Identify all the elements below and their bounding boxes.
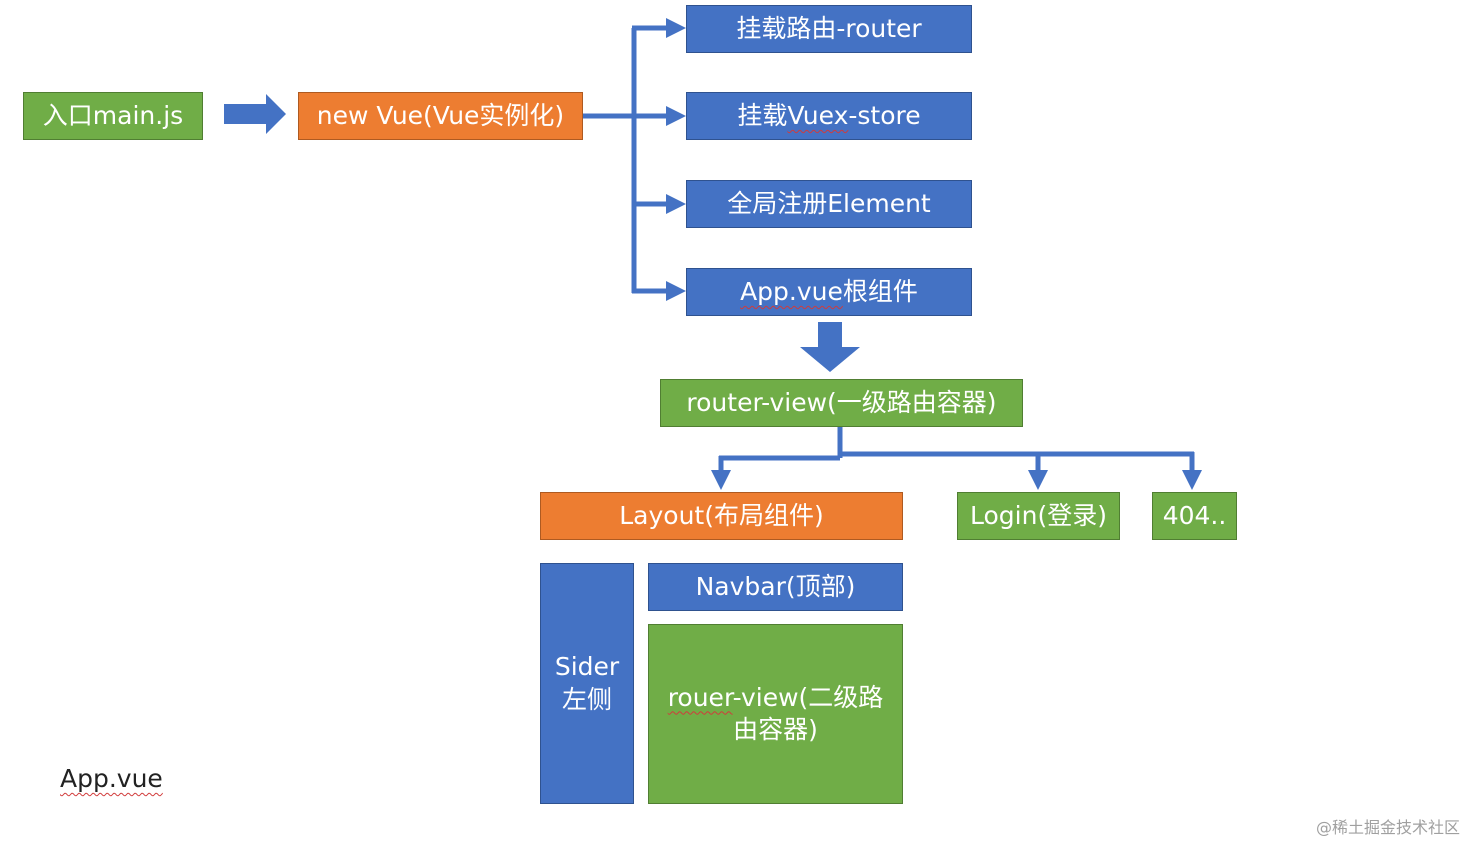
- mount-router-node: 挂载路由-router: [686, 5, 972, 53]
- new-vue-label: new Vue(Vue实例化): [316, 100, 565, 130]
- mount-router-label: 挂载路由-router: [736, 13, 922, 43]
- mount-vuex-suffix: -store: [848, 100, 921, 130]
- watermark: @稀土掘金技术社区: [1315, 818, 1460, 837]
- app-root-underlined: App.vue: [740, 276, 843, 306]
- register-element-node: 全局注册Element: [686, 180, 972, 228]
- new-vue-node: new Vue(Vue实例化): [298, 92, 583, 140]
- sider-node: Sider 左侧: [540, 563, 634, 804]
- arrowhead-right: [666, 106, 686, 126]
- arrowhead-right: [666, 194, 686, 214]
- app-root-suffix: 根组件: [842, 276, 918, 306]
- login-label: Login(登录): [970, 500, 1107, 530]
- sider-label-line2: 左侧: [561, 684, 612, 714]
- mount-vuex-node: 挂载Vuex-store: [686, 92, 972, 140]
- arrowhead-right: [666, 18, 686, 38]
- arrowhead-down: [1028, 470, 1048, 490]
- router-view-1-label: router-view(一级路由容器): [686, 387, 997, 417]
- not-found-node: 404..: [1152, 492, 1237, 540]
- router-view-2-suffix: -view(二级路由容器): [732, 682, 884, 745]
- arrowhead-right: [666, 281, 686, 301]
- layout-label: Layout(布局组件): [619, 500, 824, 530]
- router-view-2-node: rouer-view(二级路由容器): [648, 624, 903, 804]
- mount-vuex-prefix: 挂载: [737, 100, 788, 130]
- not-found-label: 404..: [1162, 500, 1227, 530]
- block-arrow-right: [224, 94, 286, 134]
- navbar-node: Navbar(顶部): [648, 563, 903, 611]
- arrowhead-down: [1182, 470, 1202, 490]
- login-node: Login(登录): [957, 492, 1120, 540]
- router-view-2-underlined: rouer: [667, 682, 733, 712]
- navbar-label: Navbar(顶部): [695, 571, 856, 601]
- layout-node: Layout(布局组件): [540, 492, 903, 540]
- block-arrow-down: [800, 322, 860, 372]
- entry-label: 入口main.js: [42, 100, 184, 130]
- arrowhead-down: [711, 470, 731, 490]
- app-root-label: App.vue根组件: [740, 276, 918, 309]
- mount-vuex-label: 挂载Vuex-store: [737, 100, 920, 133]
- mount-vuex-underlined: Vuex: [787, 100, 849, 130]
- app-root-node: App.vue根组件: [686, 268, 972, 316]
- router-view-1-node: router-view(一级路由容器): [660, 379, 1023, 427]
- router-view-2-label: rouer-view(二级路由容器): [657, 682, 894, 747]
- sider-label-line1: Sider: [554, 652, 620, 681]
- app-vue-caption: App.vue: [60, 764, 163, 793]
- register-element-label: 全局注册Element: [727, 188, 931, 218]
- entry-node: 入口main.js: [23, 92, 203, 140]
